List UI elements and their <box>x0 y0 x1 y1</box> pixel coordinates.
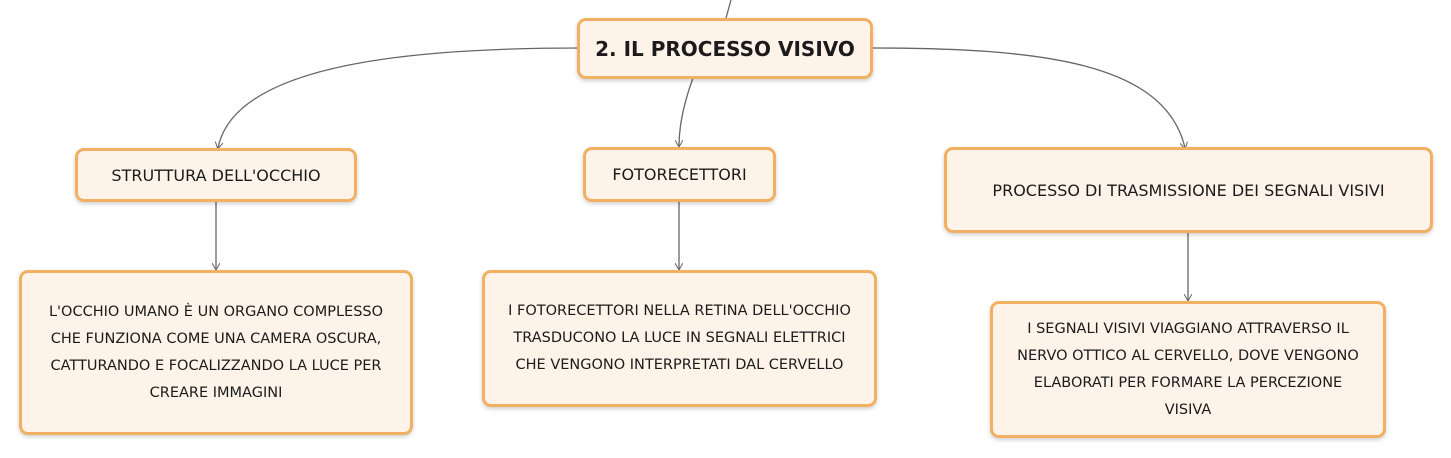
connector-root-to-struttura <box>218 47 581 148</box>
detail-text: I SEGNALI VISIVI VIAGGIANO ATTRAVERSO IL… <box>1017 320 1359 418</box>
detail-text: I FOTORECETTORI NELLA RETINA DELL'OCCHIO… <box>508 303 851 373</box>
root-topic-label: 2. IL PROCESSO VISIVO <box>595 36 855 61</box>
detail-text: L'OCCHIO UMANO È UN ORGANO COMPLESSO CHE… <box>48 303 384 401</box>
connector-parent-to-root <box>725 0 732 19</box>
topic-node-fotorecettori[interactable]: FOTORECETTORI <box>583 147 776 202</box>
topic-label: FOTORECETTORI <box>612 165 747 184</box>
connector-root-to-fotorecettori <box>679 77 694 146</box>
detail-node-struttura-occhio[interactable]: L'OCCHIO UMANO È UN ORGANO COMPLESSO CHE… <box>19 270 413 435</box>
topic-node-struttura-occhio[interactable]: STRUTTURA DELL'OCCHIO <box>75 148 357 202</box>
detail-node-fotorecettori[interactable]: I FOTORECETTORI NELLA RETINA DELL'OCCHIO… <box>482 270 877 407</box>
topic-label: PROCESSO DI TRASMISSIONE DEI SEGNALI VIS… <box>992 180 1385 200</box>
detail-node-trasmissione-segnali[interactable]: I SEGNALI VISIVI VIAGGIANO ATTRAVERSO IL… <box>990 301 1386 438</box>
topic-label: STRUTTURA DELL'OCCHIO <box>111 165 321 185</box>
connector-root-to-trasmissione <box>869 47 1185 148</box>
root-topic-node[interactable]: 2. IL PROCESSO VISIVO <box>577 18 873 79</box>
topic-node-trasmissione-segnali[interactable]: PROCESSO DI TRASMISSIONE DEI SEGNALI VIS… <box>944 147 1433 233</box>
